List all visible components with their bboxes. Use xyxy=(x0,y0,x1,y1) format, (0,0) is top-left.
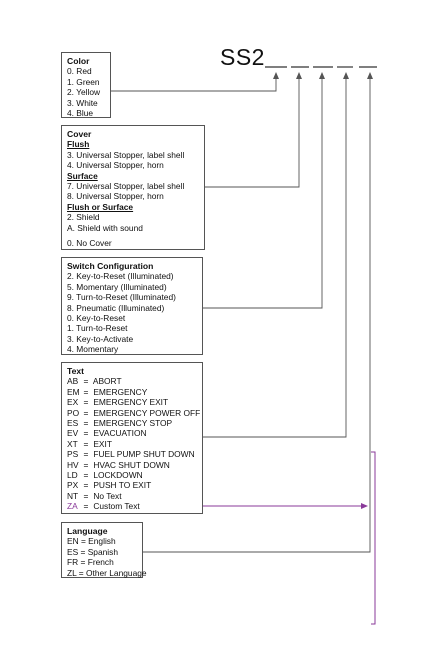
cover-option: 2. Shield xyxy=(67,212,100,223)
color-connector xyxy=(111,78,277,92)
cover-option: 0. No Cover xyxy=(67,238,112,249)
text-option: XT= EXIT xyxy=(67,438,112,449)
switch-box: Switch Configuration 2. Key-to-Reset (Il… xyxy=(61,257,203,355)
switch-option: 1. Turn-to-Reset xyxy=(67,323,128,334)
text-option: PX= PUSH TO EXIT xyxy=(67,480,152,491)
cover-either-heading: Flush or Surface xyxy=(67,201,134,212)
cover-option: 4. Universal Stopper, horn xyxy=(67,160,164,171)
language-box: Language EN = English ES = Spanish FR = … xyxy=(61,522,147,578)
text-option: PO= EMERGENCY POWER OFF xyxy=(67,407,201,418)
color-option: 2. Yellow xyxy=(67,87,101,98)
color-option: 4. Blue xyxy=(67,108,94,119)
text-option: LD= LOCKDOWN xyxy=(67,470,143,481)
language-title: Language xyxy=(67,526,108,536)
color-arrowhead xyxy=(273,72,279,79)
cover-option: A. Shield with sound xyxy=(67,222,143,233)
cover-connector xyxy=(205,78,300,188)
text-option: EV= EVACUATION xyxy=(67,428,147,439)
text-option: ES= EMERGENCY STOP xyxy=(67,418,173,429)
switch-option: 9. Turn-to-Reset (Illuminated) xyxy=(67,292,176,303)
switch-title: Switch Configuration xyxy=(67,261,154,271)
custom-code: ZA xyxy=(67,501,78,512)
switch-option: 4. Momentary xyxy=(67,344,119,355)
color-option: 3. White xyxy=(67,97,98,108)
text-box: Text AB= ABORT EM= EMERGENCY EX= EMERGEN… xyxy=(61,362,203,514)
switch-option: 8. Pneumatic (Illuminated) xyxy=(67,302,165,313)
language-option: ZL = Other Language xyxy=(67,567,147,578)
switch-option: 3. Key-to-Activate xyxy=(67,333,134,344)
text-option: EM= EMERGENCY xyxy=(67,386,148,397)
color-box: Color 0. Red 1. Green 2. Yellow 3. White… xyxy=(61,52,111,118)
cover-box: Cover Flush 3. Universal Stopper, label … xyxy=(61,125,205,250)
switch-arrowhead xyxy=(319,72,325,79)
language-option: ES = Spanish xyxy=(67,546,118,557)
color-option: 0. Red xyxy=(67,66,92,77)
text-option-custom: ZA= Custom Text xyxy=(67,501,140,512)
cover-option: 8. Universal Stopper, horn xyxy=(67,191,164,202)
text-option: HV= HVAC SHUT DOWN xyxy=(67,459,170,470)
color-option: 1. Green xyxy=(67,76,100,87)
custom-text-bracket xyxy=(371,451,376,625)
language-arrowhead xyxy=(367,72,373,79)
cover-flush-heading: Flush xyxy=(67,139,90,150)
cover-option: 7. Universal Stopper, label shell xyxy=(67,181,185,192)
switch-option: 5. Momentary (Illuminated) xyxy=(67,281,167,292)
model-prefix: SS2 xyxy=(220,44,265,70)
text-option: NT= No Text xyxy=(67,490,122,501)
switch-connector xyxy=(203,78,323,309)
cover-option: 3. Universal Stopper, label shell xyxy=(67,149,185,160)
switch-option: 2. Key-to-Reset (Illuminated) xyxy=(67,271,174,282)
language-option: EN = English xyxy=(67,536,116,547)
language-option: FR = French xyxy=(67,557,114,568)
cover-arrowhead xyxy=(296,72,302,79)
text-option: EX= EMERGENCY EXIT xyxy=(67,397,169,408)
text-option: PS= FUEL PUMP SHUT DOWN xyxy=(67,449,195,460)
color-title: Color xyxy=(67,56,90,66)
cover-surface-heading: Surface xyxy=(67,170,98,181)
text-arrowhead xyxy=(343,72,349,79)
text-option: AB= ABORT xyxy=(67,376,122,387)
text-connector xyxy=(203,78,347,438)
text-title: Text xyxy=(67,366,85,376)
custom-text-arrowhead xyxy=(361,503,368,509)
switch-option: 0. Key-to-Reset xyxy=(67,313,126,324)
cover-title: Cover xyxy=(67,129,92,139)
